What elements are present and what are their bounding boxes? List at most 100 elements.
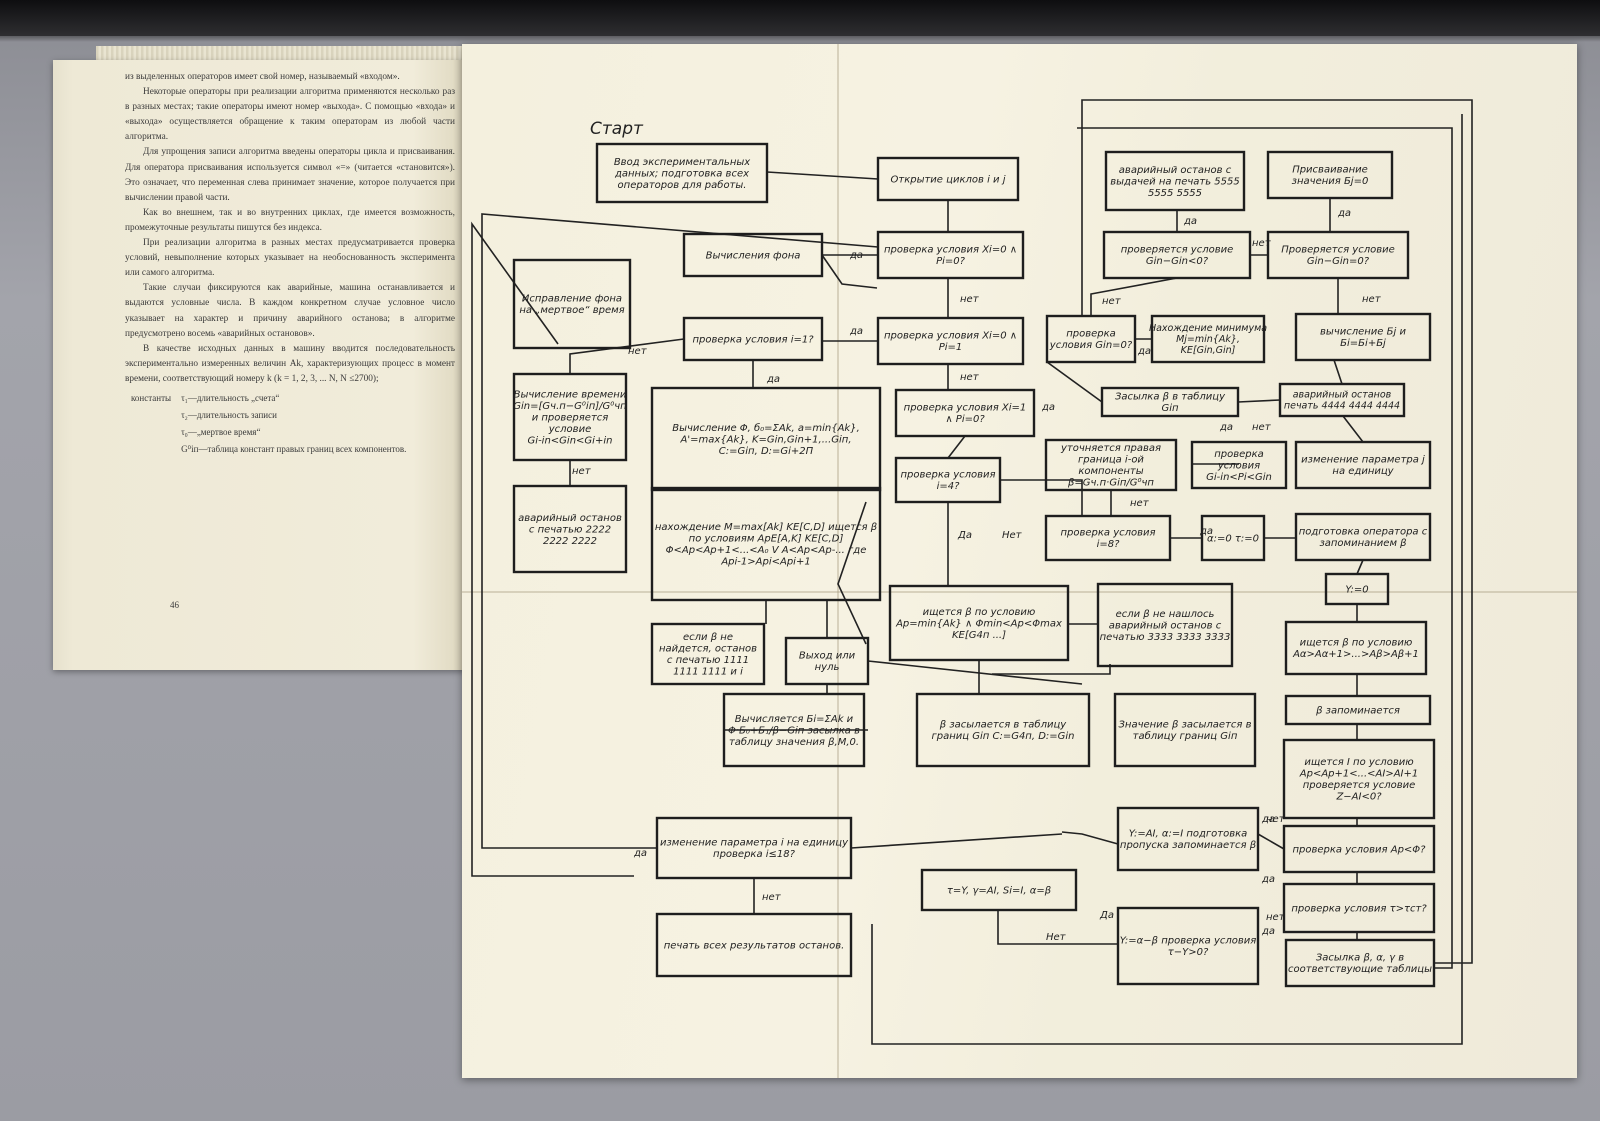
flow-box-text: α:=0 τ:=0	[1207, 533, 1259, 544]
flow-connector	[1238, 400, 1280, 402]
flow-box-text: аварийный остановс печатью 22222222 2222	[518, 513, 622, 547]
branch-label-no: нет	[1362, 294, 1382, 305]
flow-box-calc-bi: Вычисляется Бi=ΣAk иΦ·Б₀+Б₁/β−Giп засылк…	[724, 694, 864, 766]
flow-box-cond3: проверка условия Xi=1∧ Pi=0?	[896, 390, 1034, 436]
branch-label-net: Нет	[1046, 932, 1067, 943]
flow-box-text: проверка условияi=4?	[900, 470, 995, 493]
flow-box-text: Открытие циклов i и j	[891, 174, 1006, 185]
branch-label-no: нет	[1130, 498, 1150, 509]
flow-box-send-bounds: β засылается в таблицуграниц Giп C:=G4п,…	[917, 694, 1089, 766]
constant-item: G⁰iп—таблица констант правых границ всех…	[177, 442, 410, 457]
book-text: из выделенных операторов имеет свой номе…	[125, 70, 455, 459]
flow-box-tau-calc: τ=Y, γ=AI, Si=I, α=β	[922, 870, 1076, 910]
branch-label-yes: да	[849, 326, 863, 337]
constants-table: константы τ₁—длительность „счета“ τ₂—дли…	[125, 389, 412, 459]
flow-box-crash5: аварийный останов свыдачей на печать 555…	[1106, 152, 1244, 210]
flow-box-text: проверка условия Xi=0 ∧Pi=0?	[884, 245, 1017, 268]
flow-box-text: проверка условия τ>τст?	[1291, 903, 1427, 914]
branch-label-yes: да	[1219, 422, 1233, 433]
flow-connector	[570, 339, 684, 374]
branch-label-no: нет	[572, 466, 592, 477]
flow-box-text: Y:=α−β проверка условияτ−Y>0?	[1120, 936, 1257, 959]
flow-connector	[1047, 362, 1102, 402]
flow-box-change-i: изменение параметра i на единицупроверка…	[657, 818, 851, 878]
flowchart-boxes: Ввод экспериментальныхданных; подготовка…	[513, 144, 1434, 986]
flow-box-check-bound: проверкаусловияGi-in<Pi<Gin	[1192, 442, 1286, 488]
branch-label-no: нет	[762, 892, 782, 903]
flow-box-search-cond: ищется β по условиюAα>Aα+1>...>Aβ>Aβ+1	[1286, 622, 1426, 674]
flow-box-text: проверка условия Ap<Φ?	[1292, 844, 1426, 855]
constant-item: τ₁—длительность „счета“	[177, 391, 410, 406]
branch-label-yes: да	[1199, 526, 1213, 537]
flow-box-find-min: Нахождение минимумаMj=min{Ak},KE[Gin,Gin…	[1149, 316, 1267, 362]
book-paragraph: Некоторые операторы при реализации алгор…	[125, 85, 455, 145]
flow-box-text: нахождение M=max[Ak] KE[C,D] ищется βпо …	[655, 522, 878, 568]
flow-connector	[1062, 832, 1118, 844]
branch-label-no: нет	[628, 346, 648, 357]
branch-label-da: Да	[957, 530, 972, 541]
branch-label-yes: да	[1137, 346, 1151, 357]
flow-box-cond2: проверка условия Xi=0 ∧Pi=1	[878, 318, 1023, 364]
flow-box-check-gin: проверяется условиеGin−Gin<0?	[1104, 232, 1250, 278]
flow-connector	[992, 664, 1110, 674]
flow-box-text: Вычисление Φ, б₀=ΣAk, a=min{Ak},A'=max{A…	[672, 422, 860, 457]
branch-label-da: Да	[1099, 910, 1114, 921]
flow-box-calc-phi: Вычисление Φ, б₀=ΣAk, a=min{Ak},A'=max{A…	[652, 388, 880, 490]
flow-box-not-found: если β ненайдется, остановс печатью 1111…	[652, 624, 764, 684]
flow-box-change-j: изменение параметра jна единицу	[1296, 442, 1430, 488]
branch-label-no: нет	[1252, 238, 1272, 249]
page-number: 46	[170, 598, 179, 613]
flow-box-text: Y:=0	[1345, 584, 1368, 595]
branch-label-yes: да	[766, 374, 780, 385]
constant-item: τ₂—длительность записи	[177, 408, 410, 423]
flow-box-value-beta: Значение β засылается втаблицу границ Gi…	[1115, 694, 1255, 766]
flow-box-assign-bj: Присваиваниезначения Бj=0	[1268, 152, 1392, 198]
flow-connector	[948, 436, 965, 458]
flow-box-text: аварийный остановпечать 4444 4444 4444	[1284, 390, 1400, 412]
branch-label-yes: да	[1261, 874, 1275, 885]
flow-box-text: уточняется праваяграница i-ойкомпонентыβ…	[1060, 443, 1161, 489]
flow-box-print-all: печать всех результатов останов.	[657, 914, 851, 976]
flow-box-text: ищется β по условиюAp=min{Ak} ∧ Φmin<Ap<…	[895, 607, 1062, 641]
flow-connector	[1357, 560, 1363, 574]
flow-box-text: проверка условия Xi=0 ∧Pi=1	[884, 331, 1017, 354]
flow-box-open-cycles: Открытие циклов i и j	[878, 158, 1018, 200]
book-paragraph: При реализации алгоритма в разных местах…	[125, 236, 455, 281]
constants-label: константы	[127, 391, 175, 406]
branch-label-net: Нет	[1002, 530, 1023, 541]
book-paragraph: Как во внешнем, так и во внутренних цикл…	[125, 206, 455, 236]
flow-box-text: Ввод экспериментальныхданных; подготовка…	[614, 157, 750, 191]
start-label: Старт	[590, 119, 644, 139]
flow-box-text: Засылка β, α, γ всоответствующие таблицы	[1288, 953, 1432, 976]
branch-label-yes: да	[1337, 208, 1351, 219]
branch-label-yes: да	[849, 250, 863, 261]
flow-connector	[851, 834, 1062, 848]
flow-box-text: проверка условия Xi=1∧ Pi=0?	[904, 403, 1027, 426]
flow-box-text: печать всех результатов останов.	[664, 940, 845, 951]
flow-box-y0: Y:=0	[1326, 574, 1388, 604]
flow-box-cond-i1: проверка условия i=1?	[684, 318, 822, 360]
